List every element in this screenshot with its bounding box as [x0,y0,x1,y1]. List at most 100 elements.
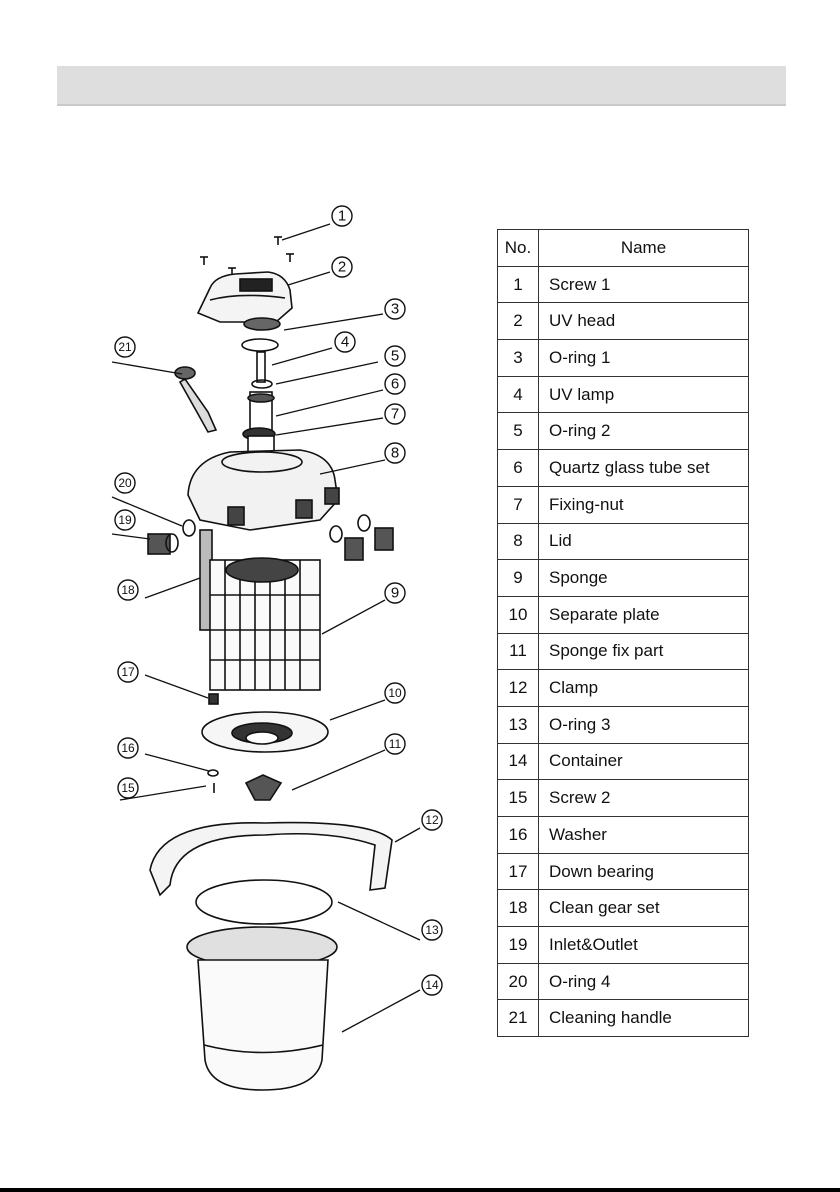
callout-label: 17 [121,665,135,679]
lid-part [187,449,340,531]
callout-label: 16 [121,741,135,755]
callout-leaders [111,223,421,1033]
part-name: O-ring 2 [538,412,749,451]
part-number: 7 [497,485,539,524]
part-number: 15 [497,779,539,817]
callout-label: 21 [118,340,132,354]
part-number: 16 [497,816,539,854]
part-number: 8 [497,522,539,561]
callout-label: 12 [425,813,439,827]
part-name: Sponge fix part [538,632,749,671]
part-number: 1 [497,265,539,304]
part-number: 21 [497,999,539,1038]
part-number: 13 [497,705,539,744]
callout-label: 9 [391,585,399,602]
part-name: Screw 1 [538,265,749,304]
callout-circles [114,205,443,996]
cleaning-handle-part [174,366,218,433]
part-name: Fixing-nut [538,485,749,524]
part-number: 14 [497,742,539,781]
table-header-row: No. Name [497,229,749,267]
container-part [186,879,338,1091]
part-name: Clamp [538,669,749,707]
callout-label: 14 [425,978,439,992]
callout-label: 7 [391,406,399,423]
callout-label: 2 [338,259,346,276]
separate-plate-part [201,693,329,801]
part-name: Sponge [538,559,749,597]
callout-label: 5 [391,348,399,365]
callout-label: 18 [121,583,135,597]
screw-1-parts [200,236,294,276]
part-name: Container [538,742,749,781]
part-name: Cleaning handle [538,999,749,1038]
part-name: UV lamp [538,375,749,414]
part-name: UV head [538,302,749,341]
part-number: 20 [497,962,539,1001]
part-number: 18 [497,889,539,928]
part-name: Inlet&Outlet [538,926,749,964]
part-name: Separate plate [538,595,749,634]
part-number: 2 [497,302,539,341]
part-number: 9 [497,559,539,597]
inlet-outlet-parts [147,514,394,561]
sponge-part [199,529,321,691]
part-name: O-ring 1 [538,339,749,377]
callout-label: 15 [121,781,135,795]
part-number: 10 [497,595,539,634]
part-name: O-ring 4 [538,962,749,1001]
column-header-name: Name [538,229,749,267]
page-bottom-rule [0,1188,840,1192]
part-name: Down bearing [538,852,749,891]
callout-label: 20 [118,476,132,490]
callout-label: 6 [391,376,399,393]
part-name: Lid [538,522,749,561]
part-number: 11 [497,632,539,671]
part-number: 12 [497,669,539,707]
callout-label: 11 [389,737,402,751]
callout-label: 13 [425,923,439,937]
part-name: Clean gear set [538,889,749,928]
part-number: 4 [497,375,539,414]
callout-label: 4 [341,334,349,351]
part-number: 6 [497,449,539,487]
part-name: Quartz glass tube set [538,449,749,487]
part-name: O-ring 3 [538,705,749,744]
o-ring-1-part [241,338,279,352]
callout-label: 1 [338,208,346,225]
uv-head-part [196,271,293,331]
column-header-no: No. [497,229,539,267]
callout-label: 3 [391,301,399,318]
clamp-part [149,821,393,897]
section-header-band [57,66,786,106]
callout-label: 10 [388,686,402,700]
callout-label: 8 [391,445,399,462]
part-number: 3 [497,339,539,377]
callout-label: 19 [118,513,132,527]
part-number: 5 [497,412,539,451]
part-name: Screw 2 [538,779,749,817]
part-name: Washer [538,816,749,854]
part-number: 17 [497,852,539,891]
